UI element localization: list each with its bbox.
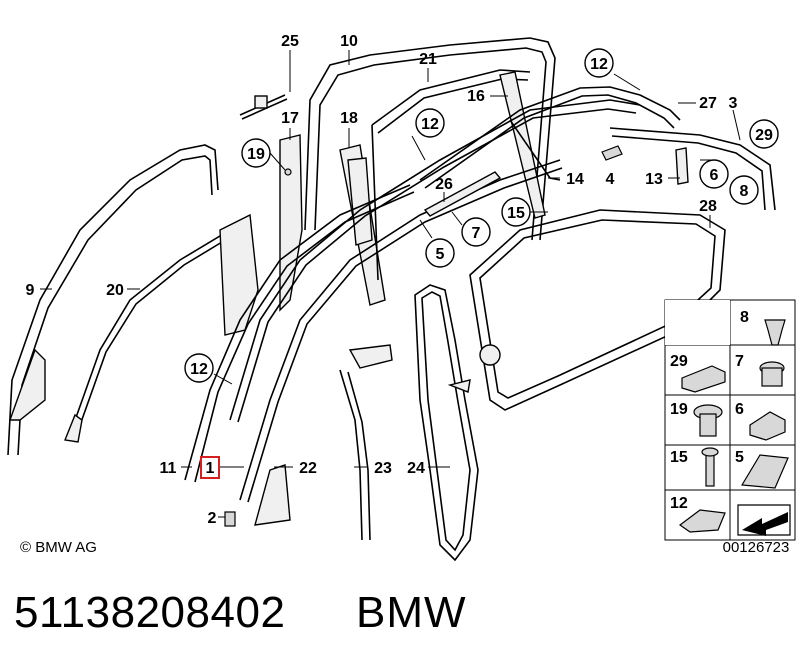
label-11: 11 bbox=[160, 460, 177, 477]
part-28-window-seal bbox=[469, 209, 726, 411]
label-12-left: 12 bbox=[190, 361, 208, 378]
part-22-trim bbox=[254, 464, 291, 526]
label-21: 21 bbox=[419, 51, 437, 68]
part-13-piece bbox=[675, 147, 689, 185]
copyright-text: © BMW AG bbox=[20, 539, 97, 556]
legend-label-8: 8 bbox=[740, 309, 749, 326]
label-25: 25 bbox=[281, 33, 299, 50]
part-24-door-seal bbox=[414, 284, 479, 562]
label-17: 17 bbox=[281, 110, 299, 127]
legend-label-5: 5 bbox=[735, 449, 744, 466]
label-24: 24 bbox=[407, 460, 425, 477]
part-23-strip bbox=[339, 344, 393, 541]
label-2: 2 bbox=[208, 510, 217, 527]
part-4-clip bbox=[601, 145, 623, 161]
part-26-strip bbox=[423, 171, 502, 217]
callout-19: 19 bbox=[241, 138, 271, 168]
label-10: 10 bbox=[340, 33, 358, 50]
part-2-clip bbox=[224, 511, 236, 527]
legend-clip-12-icon bbox=[678, 509, 726, 533]
label-23: 23 bbox=[374, 460, 392, 477]
label-22: 22 bbox=[299, 460, 317, 477]
part-1-seal-strip bbox=[184, 184, 415, 483]
legend-label-15: 15 bbox=[670, 449, 688, 466]
part-10-door-frame bbox=[304, 37, 556, 241]
label-15: 15 bbox=[507, 205, 525, 222]
part-20-trim bbox=[64, 224, 246, 443]
label-3: 3 bbox=[729, 95, 738, 112]
brand-name: BMW bbox=[356, 588, 467, 637]
callout-6: 6 bbox=[699, 159, 729, 189]
part-9-frame-strip bbox=[7, 144, 219, 456]
label-19: 19 bbox=[247, 146, 265, 163]
label-1-highlight-box bbox=[200, 456, 220, 479]
part-18-pillar bbox=[339, 144, 386, 306]
part-number: 51138208402 bbox=[14, 588, 286, 637]
label-6: 6 bbox=[710, 167, 719, 184]
label-13: 13 bbox=[645, 171, 663, 188]
label-7: 7 bbox=[472, 225, 481, 242]
callout-7: 7 bbox=[461, 217, 491, 247]
label-16: 16 bbox=[467, 88, 485, 105]
legend-label-6: 6 bbox=[735, 401, 744, 418]
legend-screw-15-icon bbox=[705, 451, 715, 487]
parts-diagram: 25 10 21 16 27 3 17 18 26 14 4 13 28 9 2… bbox=[7, 33, 796, 562]
part-5-strip bbox=[239, 159, 563, 503]
leader-lines bbox=[40, 50, 741, 518]
part-19-clip bbox=[284, 168, 292, 176]
label-18: 18 bbox=[340, 110, 358, 127]
label-5: 5 bbox=[436, 246, 445, 263]
callout-29: 29 bbox=[749, 119, 779, 149]
label-14: 14 bbox=[566, 171, 584, 188]
label-27: 27 bbox=[699, 95, 717, 112]
label-9: 9 bbox=[26, 282, 35, 299]
part-25-clip bbox=[239, 94, 288, 120]
legend-cap-29-icon bbox=[681, 365, 726, 393]
label-8: 8 bbox=[740, 183, 749, 200]
legend-label-19: 19 bbox=[670, 401, 688, 418]
part-17-pillar bbox=[219, 134, 303, 336]
label-12-top: 12 bbox=[590, 56, 608, 73]
label-4: 4 bbox=[606, 171, 615, 188]
label-12-mid: 12 bbox=[421, 116, 439, 133]
label-1: 1 bbox=[206, 460, 215, 477]
callout-8: 8 bbox=[729, 175, 759, 205]
callout-15: 15 bbox=[501, 197, 531, 227]
callout-12-mid: 12 bbox=[415, 108, 445, 138]
label-26: 26 bbox=[435, 176, 453, 193]
callout-12-left: 12 bbox=[184, 353, 214, 383]
label-29: 29 bbox=[755, 127, 773, 144]
legend-clip-6-icon bbox=[749, 411, 786, 441]
fastener-legend: 8 29 7 19 6 15 5 12 bbox=[664, 299, 796, 541]
legend-label-7: 7 bbox=[735, 353, 744, 370]
label-20: 20 bbox=[106, 282, 124, 299]
label-28: 28 bbox=[699, 198, 717, 215]
legend-clip-8-icon bbox=[764, 319, 786, 346]
drawing-number: 00126723 bbox=[723, 539, 790, 556]
part-16-strip bbox=[499, 71, 546, 219]
callout-5: 5 bbox=[425, 238, 455, 268]
roof-strips bbox=[229, 86, 776, 423]
legend-clip-5-icon bbox=[740, 454, 789, 489]
callout-12-top: 12 bbox=[584, 48, 614, 78]
legend-label-29: 29 bbox=[670, 353, 688, 370]
legend-label-12: 12 bbox=[670, 495, 688, 512]
